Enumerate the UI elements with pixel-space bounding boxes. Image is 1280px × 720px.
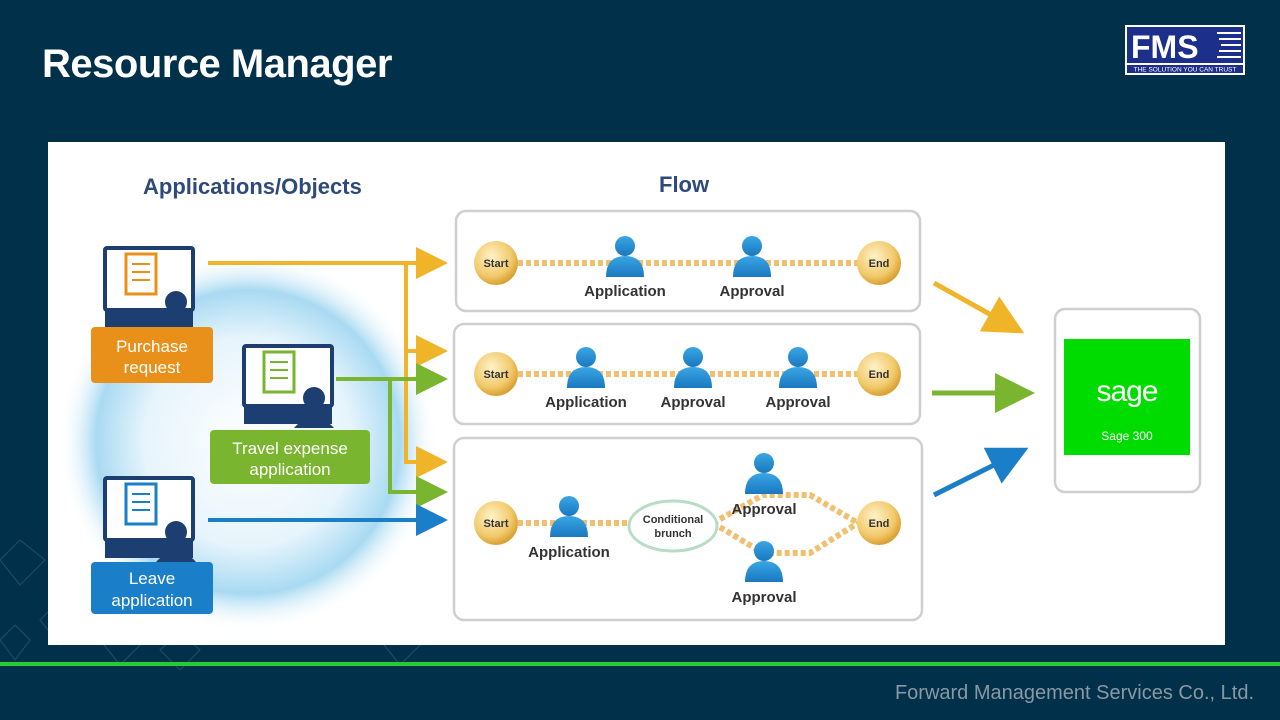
svg-text:End: End (869, 369, 890, 381)
flow-heading: Flow (659, 172, 710, 197)
conditional-branch-node (627, 499, 719, 553)
svg-text:application: application (111, 591, 192, 610)
source-tag-leave: Leave application (91, 562, 213, 614)
footer-divider (0, 662, 1280, 666)
sage-logo-tile (1064, 339, 1190, 455)
svg-text:Approval: Approval (719, 283, 784, 300)
svg-text:Purchase: Purchase (116, 337, 188, 356)
computer-icon-purchase (103, 246, 196, 332)
source-tag-travel: Travel expense application (210, 430, 370, 484)
person-icon (745, 541, 783, 582)
person-icon (550, 496, 588, 537)
source-tag-purchase: Purchase request (91, 327, 213, 383)
svg-text:Approval: Approval (731, 501, 796, 518)
svg-text:Approval: Approval (765, 394, 830, 411)
svg-text:brunch: brunch (654, 528, 692, 540)
svg-text:Start: Start (483, 369, 508, 381)
diagram-panel: Applications/Objects Flow Purchase reque… (48, 142, 1225, 645)
footer-company: Forward Management Services Co., Ltd. (894, 682, 1254, 704)
person-icon (674, 347, 712, 388)
svg-text:End: End (869, 518, 890, 530)
flow-box-1: Start End Application Approval (454, 209, 922, 313)
person-icon (567, 347, 605, 388)
logo-text: FMS (1131, 29, 1199, 65)
computer-icon-travel (242, 344, 334, 428)
svg-text:Travel expense: Travel expense (232, 439, 348, 458)
svg-text:application: application (249, 460, 330, 479)
svg-text:Start: Start (483, 518, 508, 530)
sage-logo-text: sage (1096, 375, 1157, 408)
person-icon (733, 236, 771, 277)
target-box: sage Sage 300 (1053, 307, 1202, 494)
sage-product-label: Sage 300 (1101, 429, 1153, 443)
svg-text:Start: Start (483, 258, 508, 270)
svg-text:End: End (869, 258, 890, 270)
computer-icon-leave (103, 476, 196, 562)
svg-text:request: request (124, 358, 181, 377)
flow-box-3: Start End Application Conditional brunch… (452, 436, 924, 622)
connector-arrows (208, 247, 448, 536)
slide-title: Resource Manager (42, 42, 392, 86)
logo-tagline: THE SOLUTION YOU CAN TRUST (1134, 67, 1237, 74)
svg-text:Application: Application (584, 283, 666, 300)
applications-heading: Applications/Objects (143, 174, 362, 199)
svg-text:Conditional: Conditional (643, 514, 704, 526)
person-icon (779, 347, 817, 388)
svg-text:Approval: Approval (731, 589, 796, 606)
svg-text:Approval: Approval (660, 394, 725, 411)
output-arrows (932, 280, 1035, 498)
person-icon (745, 453, 783, 494)
svg-text:Application: Application (545, 394, 627, 411)
fms-logo: FMS THE SOLUTION YOU CAN TRUST (1125, 25, 1245, 75)
svg-text:Leave: Leave (129, 569, 175, 588)
flow-box-2: Start End Application Approval Approval (452, 322, 922, 426)
svg-text:Application: Application (528, 544, 610, 561)
workflow-diagram: Applications/Objects Flow Purchase reque… (58, 172, 1202, 632)
person-icon (606, 236, 644, 277)
